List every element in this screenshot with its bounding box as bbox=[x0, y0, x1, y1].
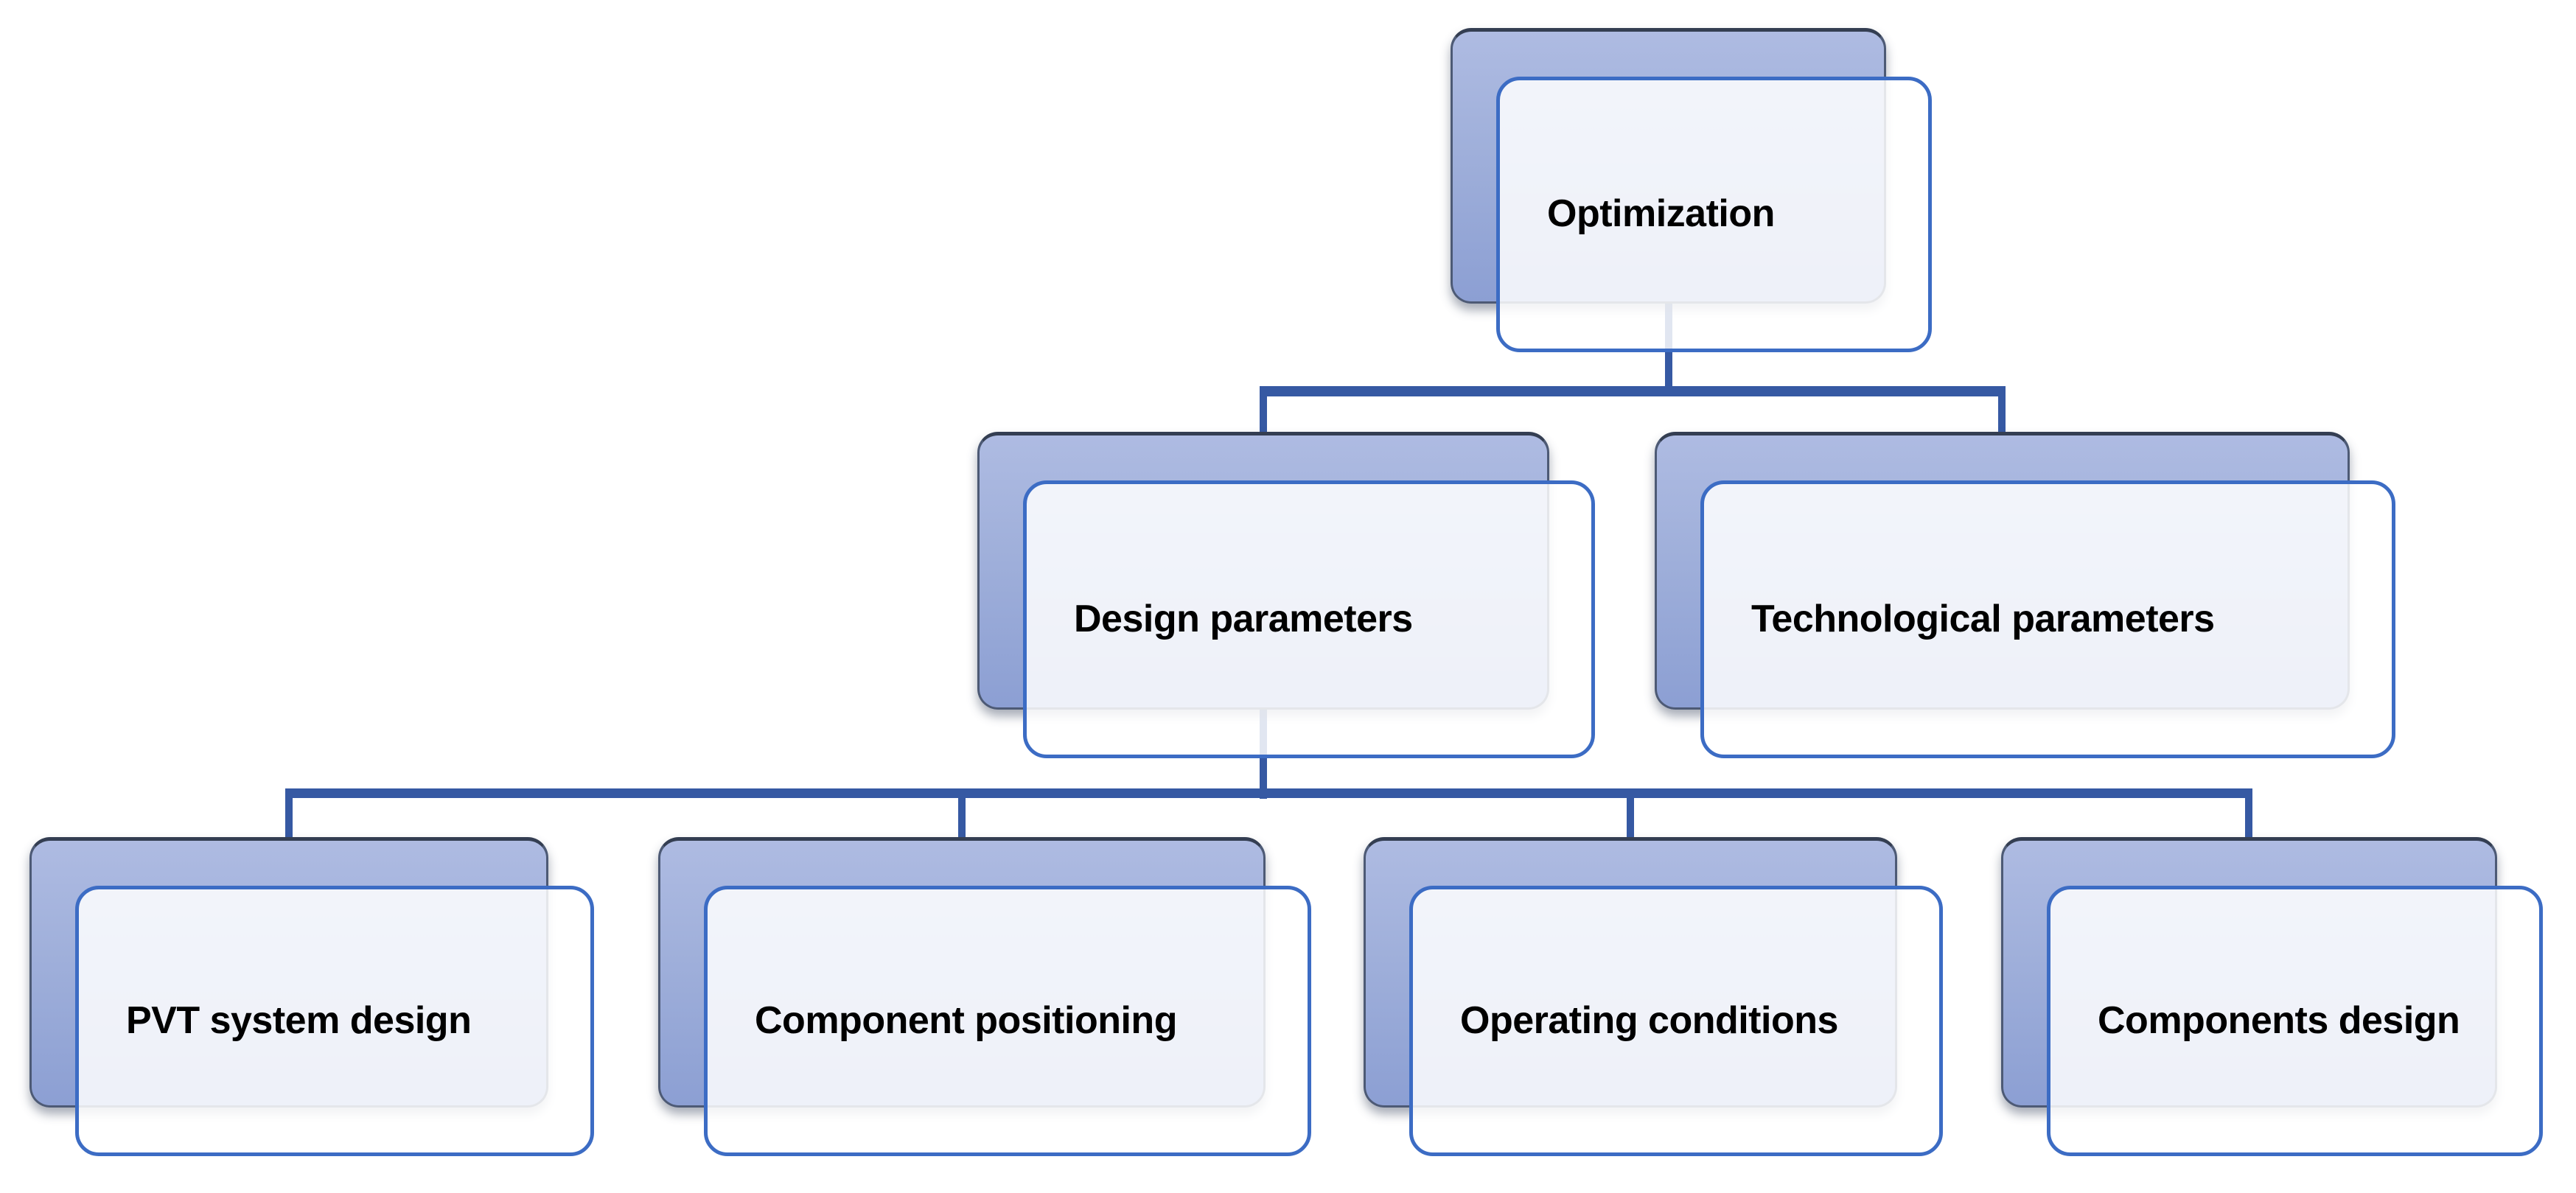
connector-drop-design-parameters bbox=[1260, 386, 1267, 435]
node-pvt-system-design-card: PVT system design bbox=[75, 886, 594, 1156]
connector-drop-components-design bbox=[2245, 788, 2252, 840]
connector-level1-bus bbox=[1260, 386, 2006, 396]
connector-level2-bus bbox=[285, 788, 2252, 798]
node-pvt-system-design-label: PVT system design bbox=[126, 998, 472, 1042]
connector-drop-component-positioning bbox=[958, 788, 966, 840]
node-optimization-card: Optimization bbox=[1496, 77, 1932, 352]
node-component-positioning-card: Component positioning bbox=[704, 886, 1311, 1156]
node-operating-conditions-label: Operating conditions bbox=[1460, 998, 1838, 1042]
node-components-design-card: Components design bbox=[2047, 886, 2543, 1156]
node-optimization-label: Optimization bbox=[1547, 192, 1775, 236]
node-technological-parameters-card: Technological parameters bbox=[1700, 480, 2395, 758]
node-design-parameters-card: Design parameters bbox=[1023, 480, 1595, 758]
connector-drop-technological-parameters bbox=[1998, 386, 2006, 435]
node-operating-conditions-card: Operating conditions bbox=[1409, 886, 1943, 1156]
node-technological-parameters-label: Technological parameters bbox=[1751, 597, 2215, 640]
node-design-parameters-label: Design parameters bbox=[1074, 597, 1413, 640]
node-component-positioning-label: Component positioning bbox=[755, 998, 1177, 1042]
connector-drop-operating-conditions bbox=[1627, 788, 1634, 840]
connector-drop-pvt-system-design bbox=[285, 788, 293, 840]
node-components-design-label: Components design bbox=[2098, 998, 2460, 1042]
